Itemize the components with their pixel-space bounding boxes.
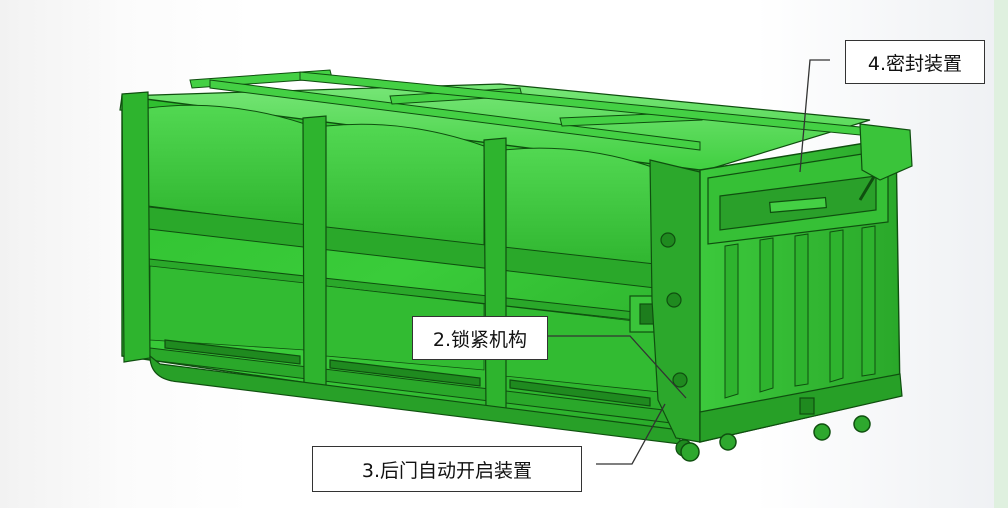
callout-rear-door-auto-open: 3.后门自动开启装置	[312, 446, 582, 492]
door-seal-frame	[707, 123, 913, 245]
bottom-rails	[149, 339, 681, 445]
rollers	[680, 415, 871, 462]
callout-locking-mechanism: 2.锁紧机构	[412, 316, 548, 360]
leader-lock	[548, 335, 687, 399]
door-bottom-rail	[699, 373, 903, 443]
side-strip	[994, 0, 1008, 508]
leader-door	[596, 403, 666, 465]
leader-seal	[799, 59, 830, 173]
door-vertical-ribs	[724, 225, 876, 399]
top-crossbars	[189, 69, 871, 151]
callout-leader-lines	[548, 59, 830, 465]
callout-seal-device: 4.密封装置	[845, 40, 985, 84]
